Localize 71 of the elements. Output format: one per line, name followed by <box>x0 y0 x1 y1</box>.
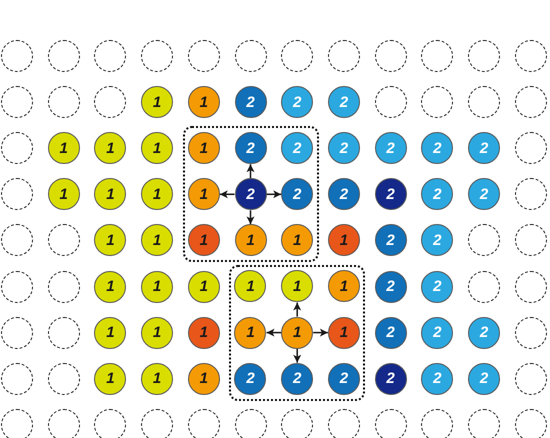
numbered-circle: 1 <box>141 362 174 395</box>
numbered-circle: 2 <box>374 316 407 349</box>
numbered-circle: 2 <box>234 86 266 118</box>
numbered-circle: 2 <box>421 132 454 164</box>
numbered-circle: 1 <box>94 316 126 349</box>
numbered-circle: 1 <box>234 270 266 302</box>
numbered-circle: 1 <box>141 224 174 256</box>
numbered-circle: 1 <box>188 132 220 164</box>
arrow <box>266 328 282 337</box>
numbered-circle: 1 <box>188 178 220 210</box>
numbered-circle: 1 <box>188 86 220 118</box>
numbered-circle: 1 <box>281 224 314 256</box>
numbered-circle: 1 <box>94 270 126 302</box>
numbered-circle: 2 <box>234 178 266 210</box>
arrow <box>313 328 328 337</box>
numbered-circle: 2 <box>328 132 360 164</box>
numbered-circle: 2 <box>468 178 500 210</box>
numbered-circle: 1 <box>141 270 174 302</box>
arrow <box>293 348 302 363</box>
numbered-circle: 2 <box>421 316 454 349</box>
numbered-circle: 1 <box>94 362 126 395</box>
numbered-circle: 1 <box>94 224 126 256</box>
numbered-circle: 1 <box>94 132 126 164</box>
numbered-circle: 2 <box>421 224 454 256</box>
numbered-circle: 1 <box>141 316 174 349</box>
arrow <box>246 164 254 178</box>
numbered-circle: 2 <box>468 132 500 164</box>
numbered-circle: 1 <box>281 270 314 302</box>
numbered-circle: 1 <box>188 270 220 302</box>
dotted-frame <box>229 264 366 401</box>
arrow <box>220 190 234 198</box>
arrow <box>293 302 302 317</box>
numbered-circle: 1 <box>94 178 126 210</box>
numbered-circle: 2 <box>374 362 407 395</box>
numbered-circle: 2 <box>328 178 360 210</box>
numbered-circle: 2 <box>281 178 314 210</box>
numbered-circle: 2 <box>234 132 266 164</box>
numbered-circle: 2 <box>421 178 454 210</box>
numbered-circle: 2 <box>281 86 314 118</box>
numbered-circle: 2 <box>281 132 314 164</box>
numbered-circle: 1 <box>328 270 360 302</box>
numbered-circle: 1 <box>328 316 360 349</box>
numbered-circle: 1 <box>141 86 174 118</box>
numbered-circle: 2 <box>468 362 500 395</box>
numbered-circle: 1 <box>48 178 80 210</box>
numbered-circle: 1 <box>188 362 220 395</box>
numbered-circle: 2 <box>374 224 407 256</box>
numbered-circle: 1 <box>188 224 220 256</box>
numbered-circle: 1 <box>141 132 174 164</box>
numbered-circle: 2 <box>328 86 360 118</box>
numbered-circle: 1 <box>281 316 314 349</box>
numbered-circle: 2 <box>328 362 360 395</box>
numbered-circle: 1 <box>234 224 266 256</box>
numbered-circle: 2 <box>468 316 500 349</box>
numbered-circle: 2 <box>421 270 454 302</box>
numbered-circle: 1 <box>188 316 220 349</box>
numbered-circle: 1 <box>48 132 80 164</box>
numbered-circle: 2 <box>421 362 454 395</box>
arrow <box>246 210 254 224</box>
empty-circle <box>468 408 500 438</box>
numbered-circle: 1 <box>328 224 360 256</box>
dotted-frame <box>182 126 318 262</box>
numbered-circle: 2 <box>374 178 407 210</box>
arrow <box>266 190 282 198</box>
empty-circle <box>1 408 33 438</box>
numbered-circle: 1 <box>234 316 266 349</box>
numbered-circle: 2 <box>374 132 407 164</box>
numbered-circle: 2 <box>234 362 266 395</box>
numbered-circle: 2 <box>281 362 314 395</box>
numbered-circle: 2 <box>374 270 407 302</box>
numbered-circle: 1 <box>141 178 174 210</box>
